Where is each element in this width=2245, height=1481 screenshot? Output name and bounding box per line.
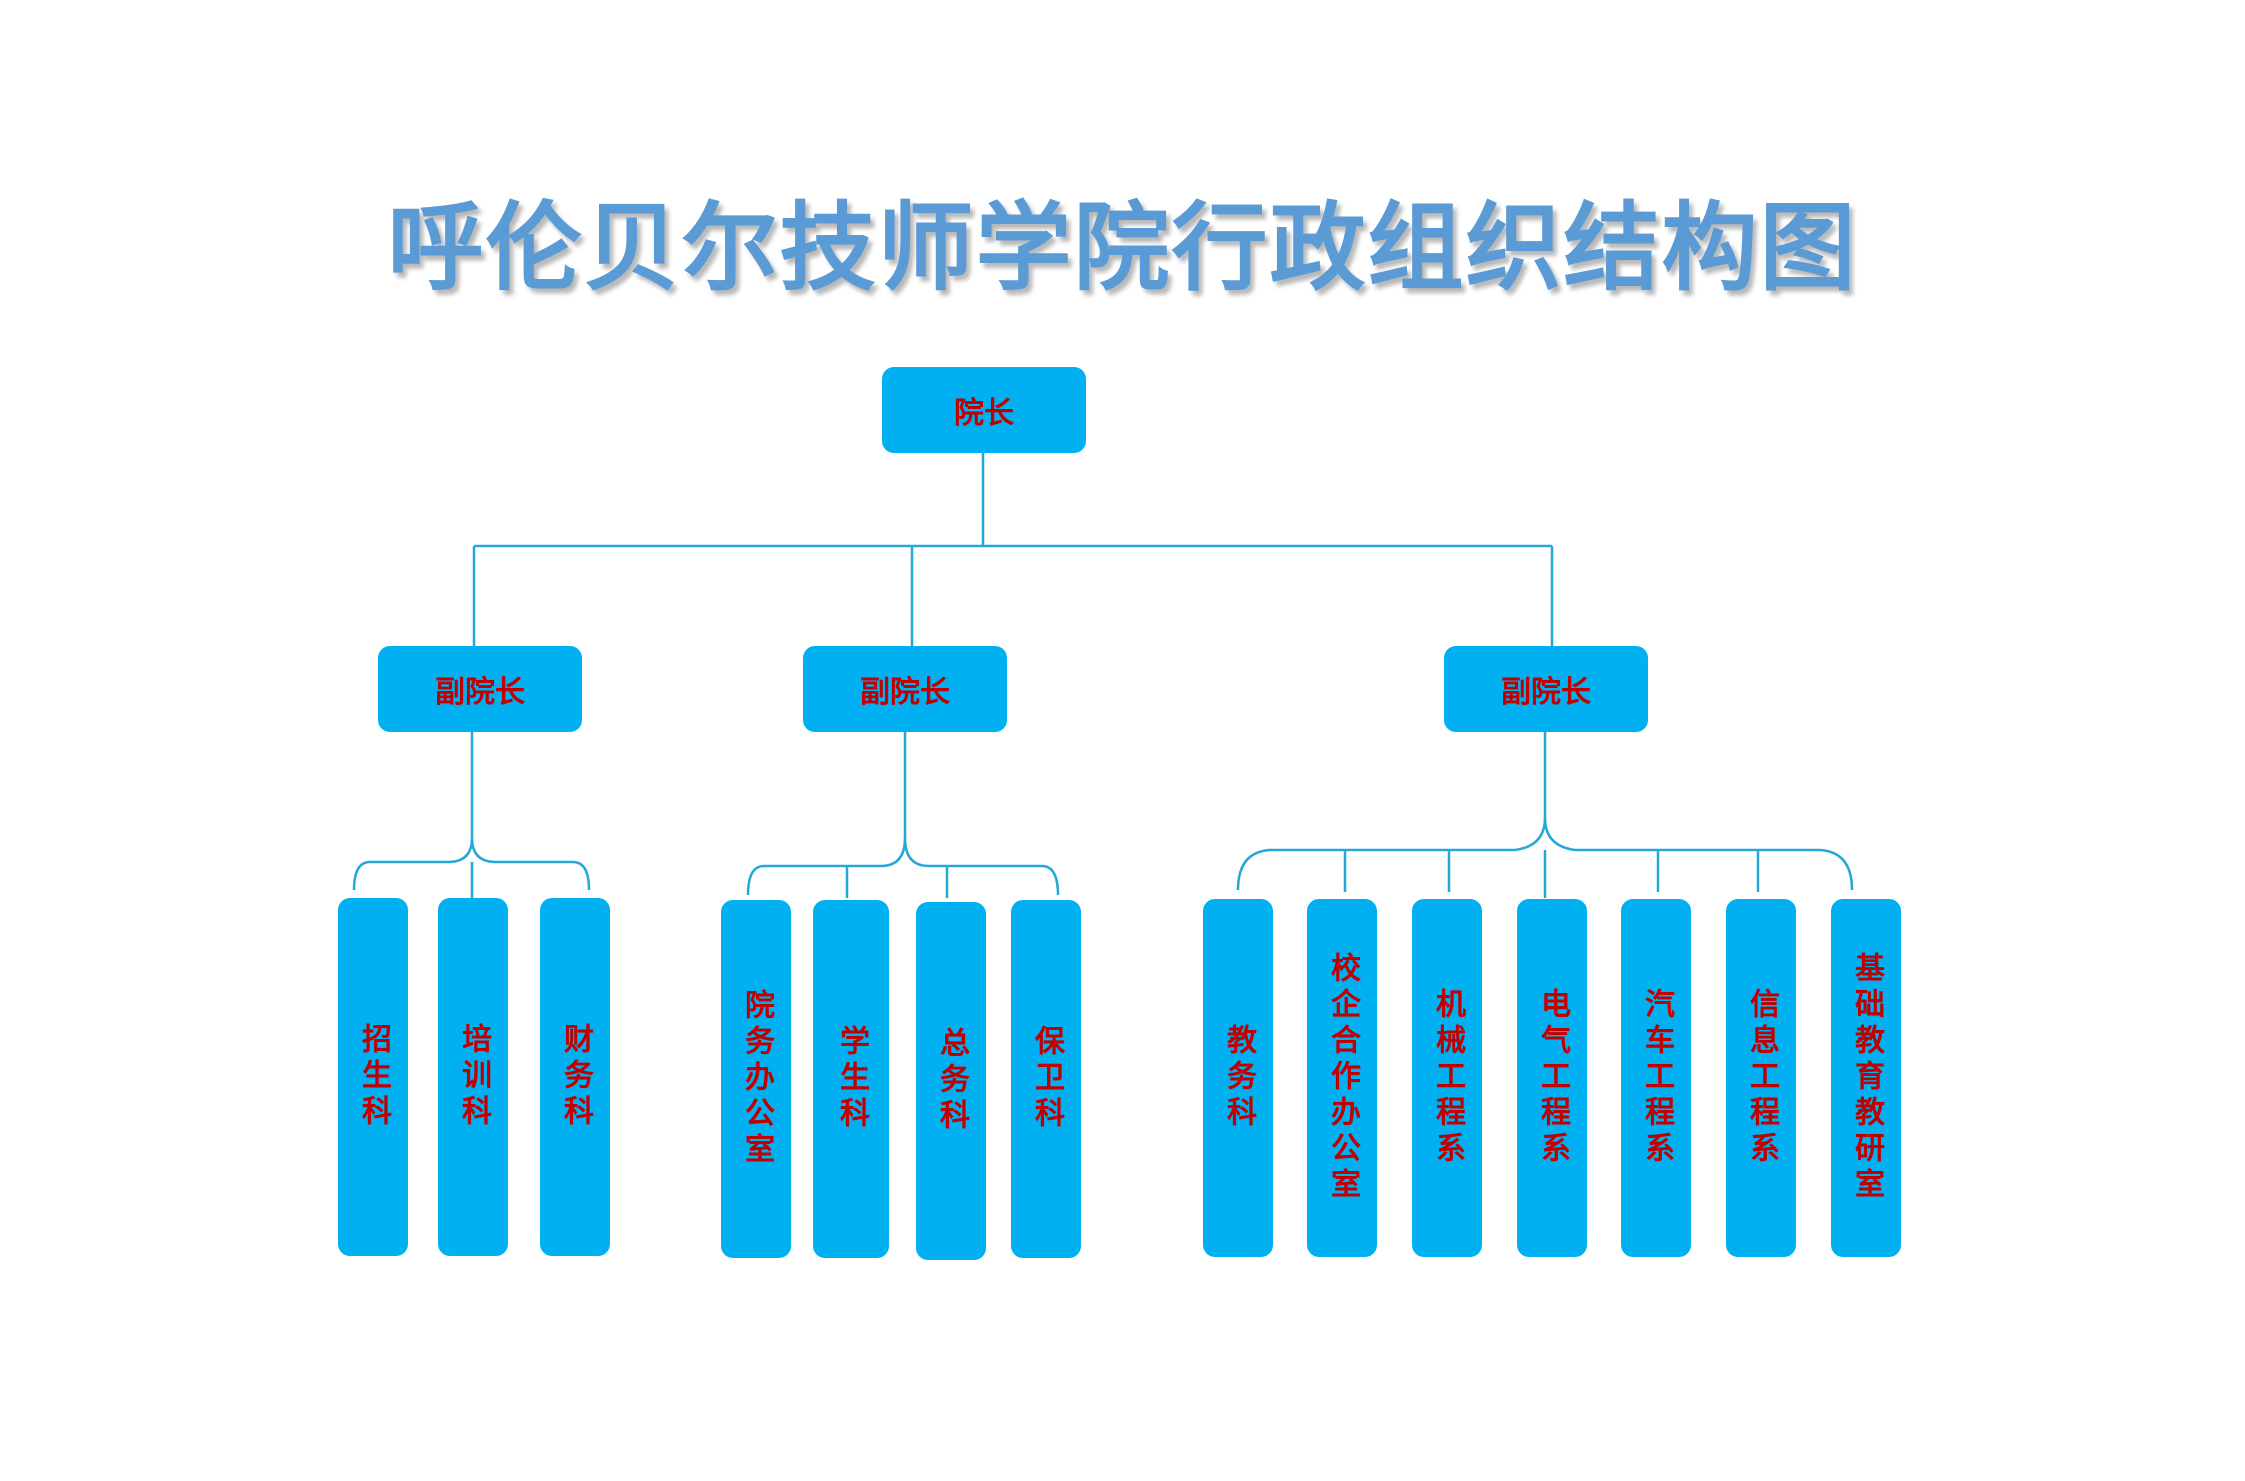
node-dept-information-engineering: 信息工程系 xyxy=(1726,899,1796,1257)
node-vice-president-label: 副院长 xyxy=(435,675,525,710)
node-president-label: 院长 xyxy=(954,396,1014,431)
node-vice-president-2: 副院长 xyxy=(803,646,1007,732)
dept-label: 保卫科 xyxy=(1029,1025,1064,1133)
dept-label: 机械工程系 xyxy=(1430,988,1465,1168)
dept-label: 基础教育教研室 xyxy=(1849,952,1884,1204)
chart-title: 呼伦贝尔技师学院行政组织结构图 xyxy=(387,192,1858,304)
connector-line xyxy=(447,837,474,864)
dept-label: 电气工程系 xyxy=(1535,988,1570,1168)
connector-line xyxy=(1543,800,1576,852)
node-dept-mechanical-engineering: 机械工程系 xyxy=(1412,899,1482,1257)
node-dept-basic-education-office: 基础教育教研室 xyxy=(1831,899,1901,1257)
dept-label: 校企合作办公室 xyxy=(1325,952,1360,1204)
node-vice-president-label: 副院长 xyxy=(1501,675,1591,710)
dept-label: 招生科 xyxy=(356,1023,391,1131)
dept-label: 信息工程系 xyxy=(1744,988,1779,1168)
node-dept-training: 培训科 xyxy=(438,898,508,1256)
node-vice-president-label: 副院长 xyxy=(860,675,950,710)
node-dept-electrical-engineering: 电气工程系 xyxy=(1517,899,1587,1257)
node-dept-school-enterprise-office: 校企合作办公室 xyxy=(1307,899,1377,1257)
dept-label: 院务办公室 xyxy=(739,989,774,1169)
node-vice-president-1: 副院长 xyxy=(378,646,582,732)
connector-line xyxy=(880,837,907,868)
connector-line xyxy=(1514,817,1547,852)
connector-line xyxy=(929,864,1060,896)
node-dept-general-affairs: 总务科 xyxy=(916,902,986,1260)
node-president: 院长 xyxy=(882,367,1086,453)
node-dept-academic-affairs: 教务科 xyxy=(1203,899,1273,1257)
connector-line xyxy=(352,860,448,891)
dept-label: 总务科 xyxy=(934,1027,969,1135)
dept-label: 学生科 xyxy=(834,1025,869,1133)
connector-line xyxy=(1575,848,1854,891)
node-dept-admissions: 招生科 xyxy=(338,898,408,1256)
node-dept-automotive-engineering: 汽车工程系 xyxy=(1621,899,1691,1257)
dept-label: 汽车工程系 xyxy=(1639,988,1674,1168)
connector-line xyxy=(1236,848,1515,891)
connector-line xyxy=(903,732,930,868)
connector-line xyxy=(746,864,881,896)
connector-line xyxy=(496,860,591,891)
dept-label: 财务科 xyxy=(558,1023,593,1131)
node-dept-student-affairs: 学生科 xyxy=(813,900,889,1258)
node-dept-college-office: 院务办公室 xyxy=(721,900,791,1258)
connector-line xyxy=(470,732,497,864)
dept-label: 培训科 xyxy=(456,1023,491,1131)
node-dept-finance: 财务科 xyxy=(540,898,610,1256)
node-dept-security: 保卫科 xyxy=(1011,900,1081,1258)
node-vice-president-3: 副院长 xyxy=(1444,646,1648,732)
dept-label: 教务科 xyxy=(1221,1024,1256,1132)
